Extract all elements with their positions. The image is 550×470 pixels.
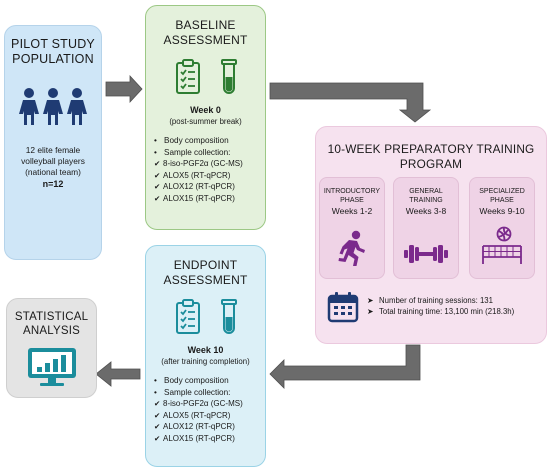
phase-general: GENERAL TRAINING Weeks 3-8	[393, 177, 459, 279]
list-item: ✔ALOX12 (RT-qPCR)	[154, 182, 235, 191]
chevron-right-icon: ➤	[367, 307, 374, 316]
check-icon: ✔	[154, 410, 161, 420]
endpoint-icons	[146, 299, 265, 337]
list-item: •Body composition	[154, 376, 229, 385]
clipboard-checklist-icon	[175, 59, 200, 94]
check-icon: ✔	[154, 159, 161, 168]
arrow-endpoint-to-stats	[95, 361, 141, 387]
check-icon: ✔	[154, 170, 161, 180]
baseline-bullets: •Body composition •Sample collection:	[154, 135, 265, 158]
endpoint-week: Week 10	[187, 345, 224, 355]
program-title: 10-WEEK PREPARATORY TRAINING PROGRAM	[327, 142, 535, 171]
list-item: ✔8-iso-PGF2α (GC-MS)	[154, 399, 243, 408]
list-item: •Sample collection:	[154, 147, 231, 157]
phase-introductory: INTRODUCTORY PHASE Weeks 1-2	[319, 177, 385, 279]
list-item: ✔8-iso-PGF2α (GC-MS)	[154, 159, 243, 168]
chevron-right-icon: ➤	[367, 296, 374, 305]
baseline-icons	[146, 59, 265, 97]
baseline-week-note: (post-summer break)	[169, 117, 242, 126]
arrow-pilot-to-baseline	[105, 74, 143, 104]
test-tube-icon	[220, 59, 237, 94]
list-item: ✔ALOX5 (RT-qPCR)	[154, 170, 231, 180]
pilot-description: 12 elite female volleyball players (nati…	[21, 145, 85, 177]
baseline-title: BASELINE ASSESSMENT	[163, 18, 248, 47]
list-item: ✔ALOX5 (RT-qPCR)	[154, 410, 231, 420]
women-group-icon	[5, 87, 101, 127]
list-item: •Sample collection:	[154, 387, 231, 397]
list-item: ✔ALOX15 (RT-qPCR)	[154, 193, 235, 203]
monitor-bar-chart-icon	[7, 346, 96, 388]
volleyball-net-icon	[470, 226, 534, 266]
list-item: ✔ALOX15 (RT-qPCR)	[154, 433, 235, 443]
check-icon: ✔	[154, 182, 161, 191]
baseline-samples: ✔8-iso-PGF2α (GC-MS) ✔ALOX5 (RT-qPCR) ✔A…	[154, 158, 265, 204]
arrow-program-to-endpoint	[269, 344, 421, 389]
check-icon: ✔	[154, 433, 161, 443]
check-icon: ✔	[154, 399, 161, 408]
list-item: •Body composition	[154, 136, 229, 145]
arrow-baseline-to-program	[269, 82, 432, 123]
baseline-assessment-box: BASELINE ASSESSMENT Week 0 (post-summer …	[145, 5, 266, 230]
pilot-title: PILOT STUDY POPULATION	[11, 37, 95, 66]
program-stats: ➤Number of training sessions: 131 ➤Total…	[367, 295, 514, 317]
endpoint-bullets: •Body composition •Sample collection:	[154, 375, 265, 398]
endpoint-samples: ✔8-iso-PGF2α (GC-MS) ✔ALOX5 (RT-qPCR) ✔A…	[154, 398, 265, 444]
endpoint-assessment-box: ENDPOINT ASSESSMENT Week 10 (after train…	[145, 245, 266, 467]
baseline-week: Week 0	[190, 105, 221, 115]
clipboard-checklist-icon	[175, 299, 200, 334]
dumbbell-icon	[394, 242, 458, 266]
pilot-study-box: PILOT STUDY POPULATION 12 elite female v…	[4, 25, 102, 260]
list-item: ➤Number of training sessions: 131	[367, 296, 493, 305]
calendar-icon	[327, 291, 359, 328]
running-person-icon	[320, 230, 384, 266]
endpoint-week-note: (after training completion)	[161, 357, 250, 366]
statistical-title: STATISTICAL ANALYSIS	[14, 311, 89, 337]
phase-specialized: SPECIALIZED PHASE Weeks 9-10	[469, 177, 535, 279]
list-item: ✔ALOX12 (RT-qPCR)	[154, 422, 235, 431]
sample-size: n=12	[42, 179, 64, 189]
test-tube-icon	[220, 299, 237, 334]
training-program-box: 10-WEEK PREPARATORY TRAINING PROGRAM INT…	[315, 126, 547, 344]
check-icon: ✔	[154, 422, 161, 431]
list-item: ➤Total training time: 13,100 min (218.3h…	[367, 307, 515, 316]
check-icon: ✔	[154, 193, 161, 203]
statistical-analysis-box: STATISTICAL ANALYSIS	[6, 298, 97, 398]
endpoint-title: ENDPOINT ASSESSMENT	[163, 258, 248, 287]
